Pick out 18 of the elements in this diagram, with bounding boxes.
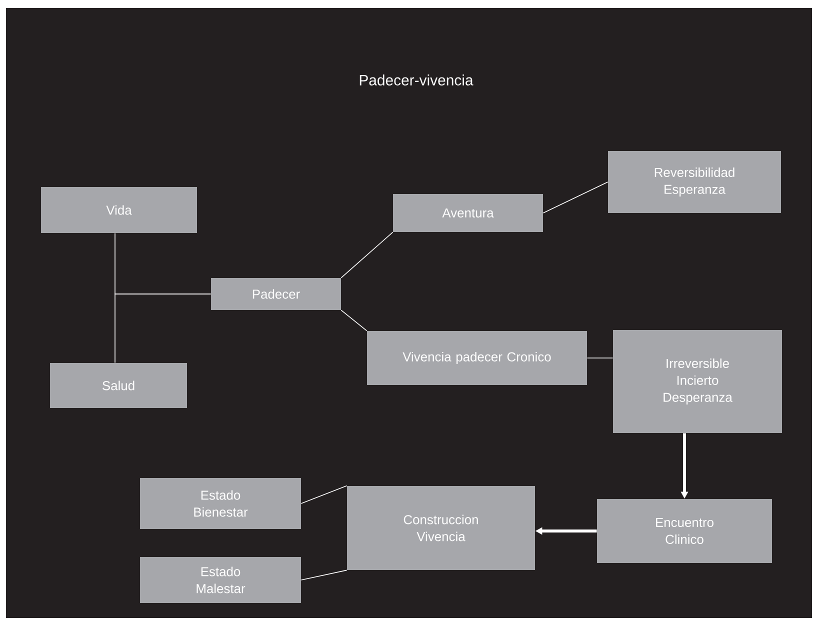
process-box: Vida — [41, 187, 197, 233]
connector — [300, 570, 348, 580]
process-box: Estado Bienestar — [140, 478, 301, 529]
connector — [340, 232, 394, 278]
connector — [542, 182, 608, 214]
connector — [114, 294, 212, 364]
process-box: Encuentro Clinico — [597, 499, 772, 563]
process-box: Estado Malestar — [140, 557, 301, 603]
process-box: Aventura — [393, 194, 543, 232]
process-box: Construccion Vivencia — [347, 486, 535, 570]
process-box: Irreversible Incierto Desperanza — [613, 330, 782, 433]
title: Padecer-vivencia — [360, 74, 474, 86]
process-box: Padecer — [211, 278, 341, 310]
connector — [340, 310, 368, 332]
process-box: Vivencia padecer Cronico — [367, 331, 587, 385]
process-box: Reversibilidad Esperanza — [608, 151, 781, 213]
process-box: Salud — [50, 363, 187, 408]
connector — [300, 485, 348, 504]
